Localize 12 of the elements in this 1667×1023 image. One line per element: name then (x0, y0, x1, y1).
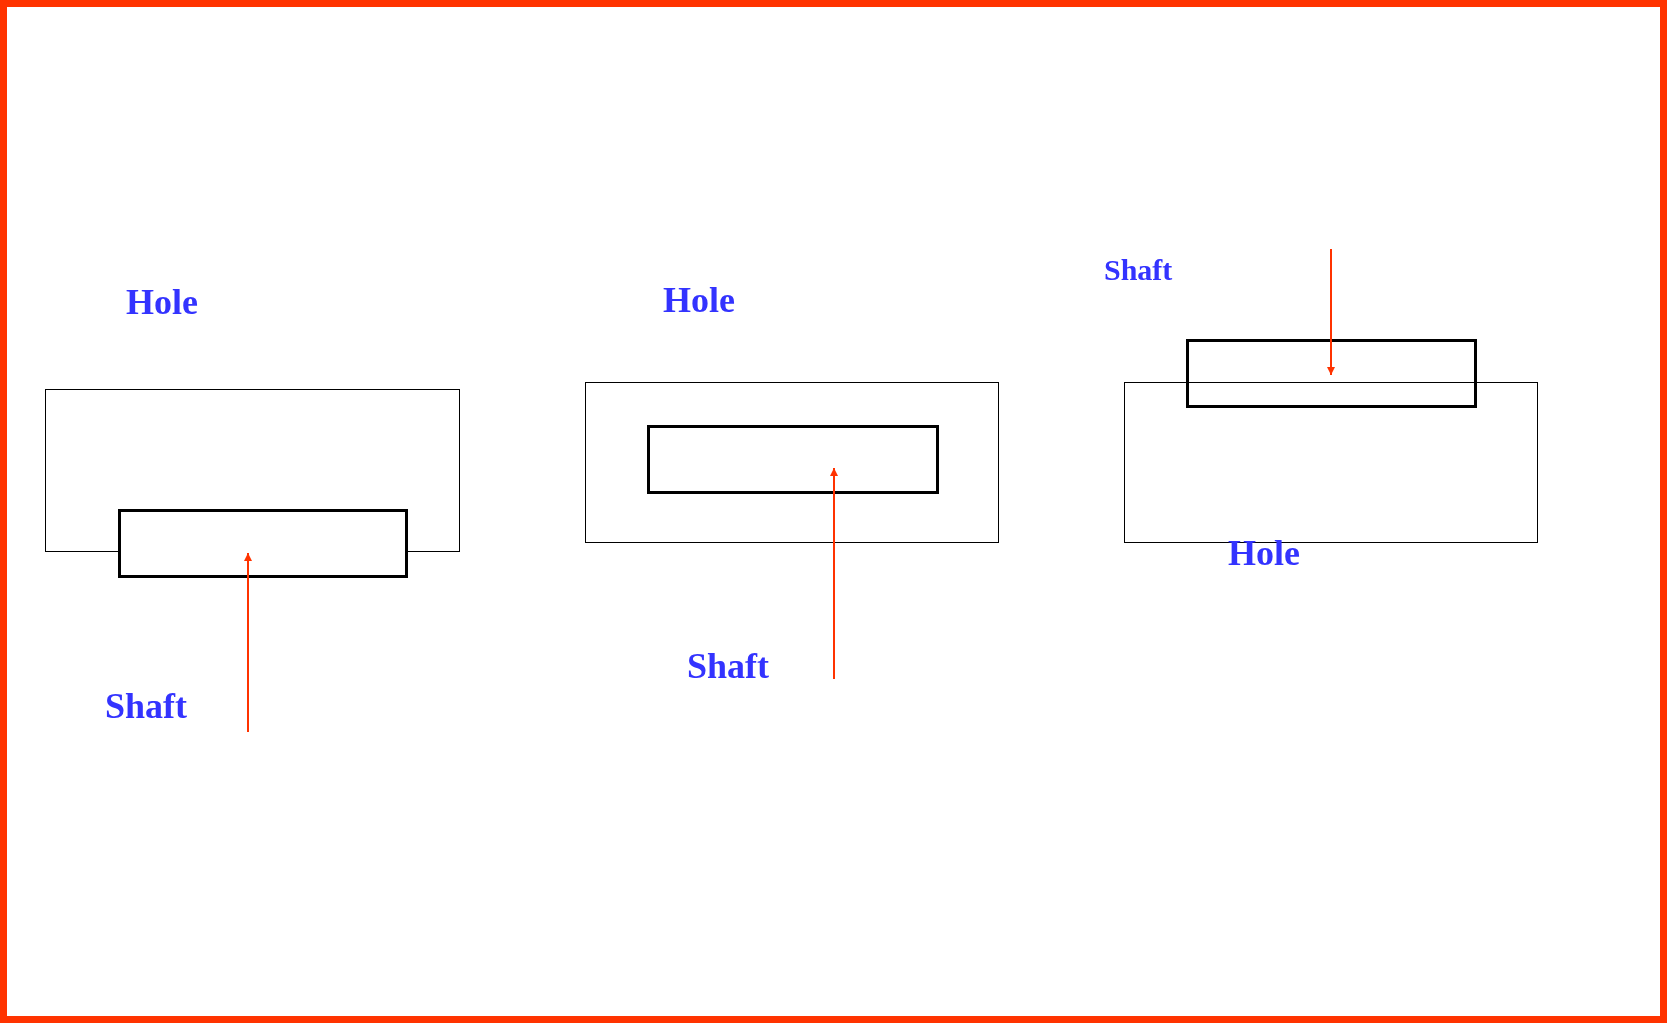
shaft-box (118, 509, 408, 578)
part-label: Hole (1228, 535, 1300, 571)
shaft-box (1186, 339, 1477, 408)
arrow (244, 552, 252, 733)
arrow (830, 467, 838, 680)
part-label: Shaft (105, 688, 188, 724)
part-label: Shaft (1104, 255, 1173, 285)
part-label: Hole (663, 282, 735, 318)
shaft-box (647, 425, 939, 494)
arrow (1327, 248, 1335, 376)
part-label: Hole (126, 284, 198, 320)
part-label: Shaft (687, 648, 770, 684)
